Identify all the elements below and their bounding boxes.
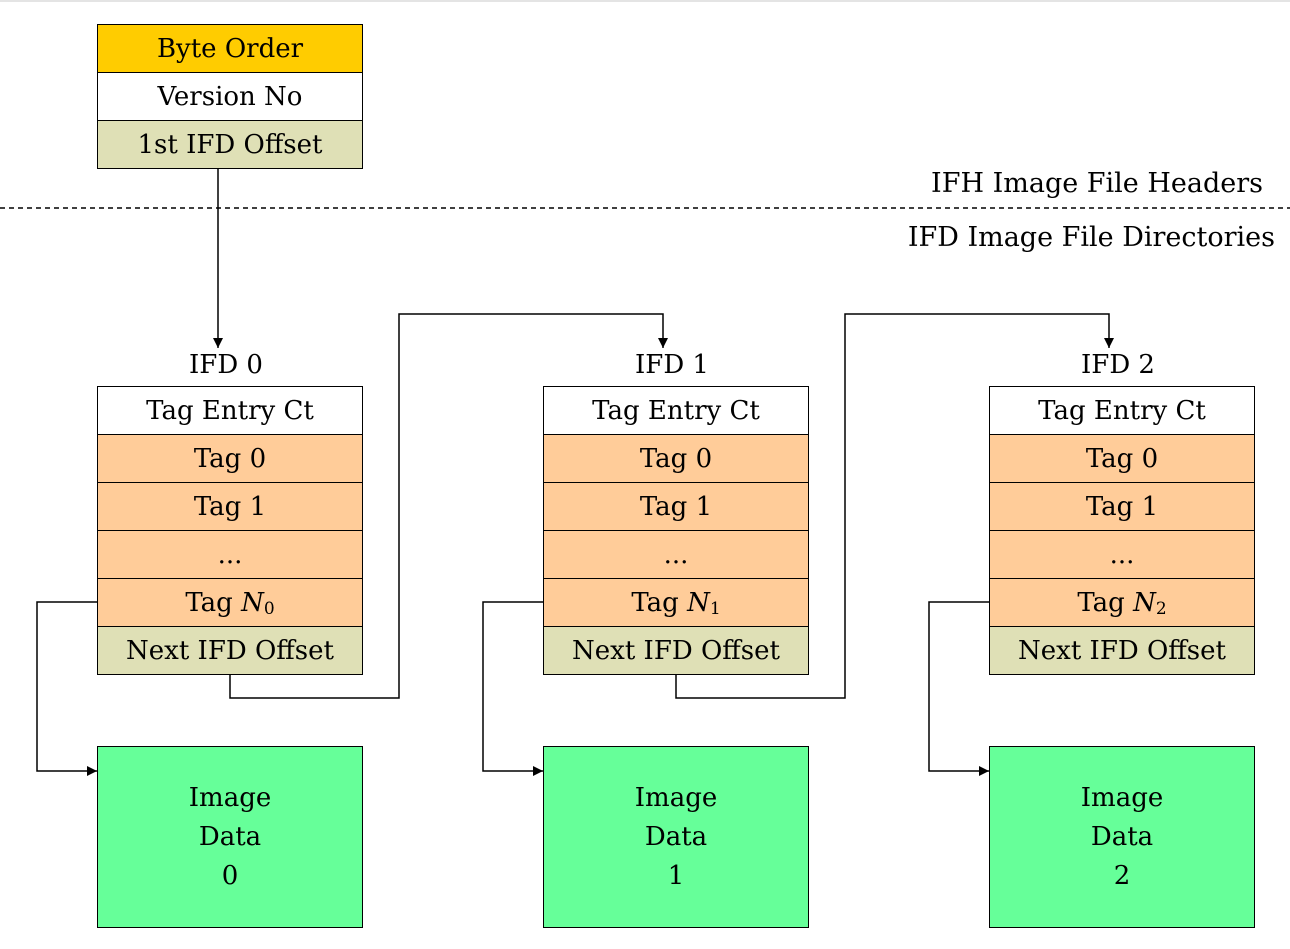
ifd1-tag-0: Tag 0 bbox=[543, 434, 809, 483]
ifd2-tag-n-prefix: Tag bbox=[1077, 587, 1125, 618]
ifd2-tag-0: Tag 0 bbox=[989, 434, 1255, 483]
image-data-2-line1: Image bbox=[1080, 782, 1164, 813]
ifd1-tag-n-sub: 1 bbox=[709, 599, 721, 619]
ifd0-next-offset: Next IFD Offset bbox=[97, 626, 363, 675]
ifd0-tag-entry-count: Tag Entry Ct bbox=[97, 386, 363, 435]
ifh-section-label: IFH Image File Headers bbox=[931, 168, 1263, 199]
ifd2-tag-n-var: N bbox=[1133, 587, 1156, 618]
ifd2-tag-1: Tag 1 bbox=[989, 482, 1255, 531]
image-data-1-line3: 1 bbox=[667, 860, 685, 891]
image-data-0-line2: Data bbox=[198, 821, 262, 852]
ifd2-tag-entry-count: Tag Entry Ct bbox=[989, 386, 1255, 435]
image-data-2-line3: 2 bbox=[1113, 860, 1131, 891]
ifd0-tag-n-sub: 0 bbox=[263, 599, 275, 619]
version-no-cell: Version No bbox=[97, 72, 363, 121]
ifd-title-0: IFD 0 bbox=[189, 350, 263, 380]
ifd0-tag-1: Tag 1 bbox=[97, 482, 363, 531]
ifd2-tag-ellipsis: ... bbox=[989, 530, 1255, 579]
image-data-1-line1: Image bbox=[634, 782, 718, 813]
next-offset-arrow-1 bbox=[675, 313, 1114, 699]
ifd1-tag-entry-count: Tag Entry Ct bbox=[543, 386, 809, 435]
image-data-0-line3: 0 bbox=[221, 860, 239, 891]
ifd0-tag-n-prefix: Tag bbox=[185, 587, 233, 618]
ifd1-next-offset: Next IFD Offset bbox=[543, 626, 809, 675]
tag-to-image-arrow-1 bbox=[482, 601, 543, 776]
ifd1-tag-1: Tag 1 bbox=[543, 482, 809, 531]
ifd0-tag-n-var: N bbox=[241, 587, 264, 618]
ifd2-next-offset: Next IFD Offset bbox=[989, 626, 1255, 675]
ifd-section-label: IFD Image File Directories bbox=[907, 222, 1275, 253]
image-data-2: Image Data 2 bbox=[989, 746, 1255, 928]
ifd2-tag-n-sub: 2 bbox=[1155, 599, 1167, 619]
ifd-title-2: IFD 2 bbox=[1081, 350, 1155, 380]
next-offset-arrow-0 bbox=[229, 313, 668, 699]
ifd1-tag-n-var: N bbox=[687, 587, 710, 618]
image-data-1: Image Data 1 bbox=[543, 746, 809, 928]
image-data-2-line2: Data bbox=[1090, 821, 1154, 852]
ifd-title-1: IFD 1 bbox=[635, 350, 709, 380]
tag-to-image-arrow-0 bbox=[36, 601, 97, 776]
image-data-0: Image Data 0 bbox=[97, 746, 363, 928]
image-data-0-line1: Image bbox=[188, 782, 272, 813]
ifd1-tag-ellipsis: ... bbox=[543, 530, 809, 579]
first-ifd-offset-cell: 1st IFD Offset bbox=[97, 120, 363, 169]
tag-to-image-arrow-2 bbox=[928, 601, 989, 776]
ifd0-tag-0: Tag 0 bbox=[97, 434, 363, 483]
ifd0-tag-ellipsis: ... bbox=[97, 530, 363, 579]
ifd1-tag-n-prefix: Tag bbox=[631, 587, 679, 618]
image-data-1-line2: Data bbox=[644, 821, 708, 852]
byte-order-cell: Byte Order bbox=[97, 24, 363, 73]
